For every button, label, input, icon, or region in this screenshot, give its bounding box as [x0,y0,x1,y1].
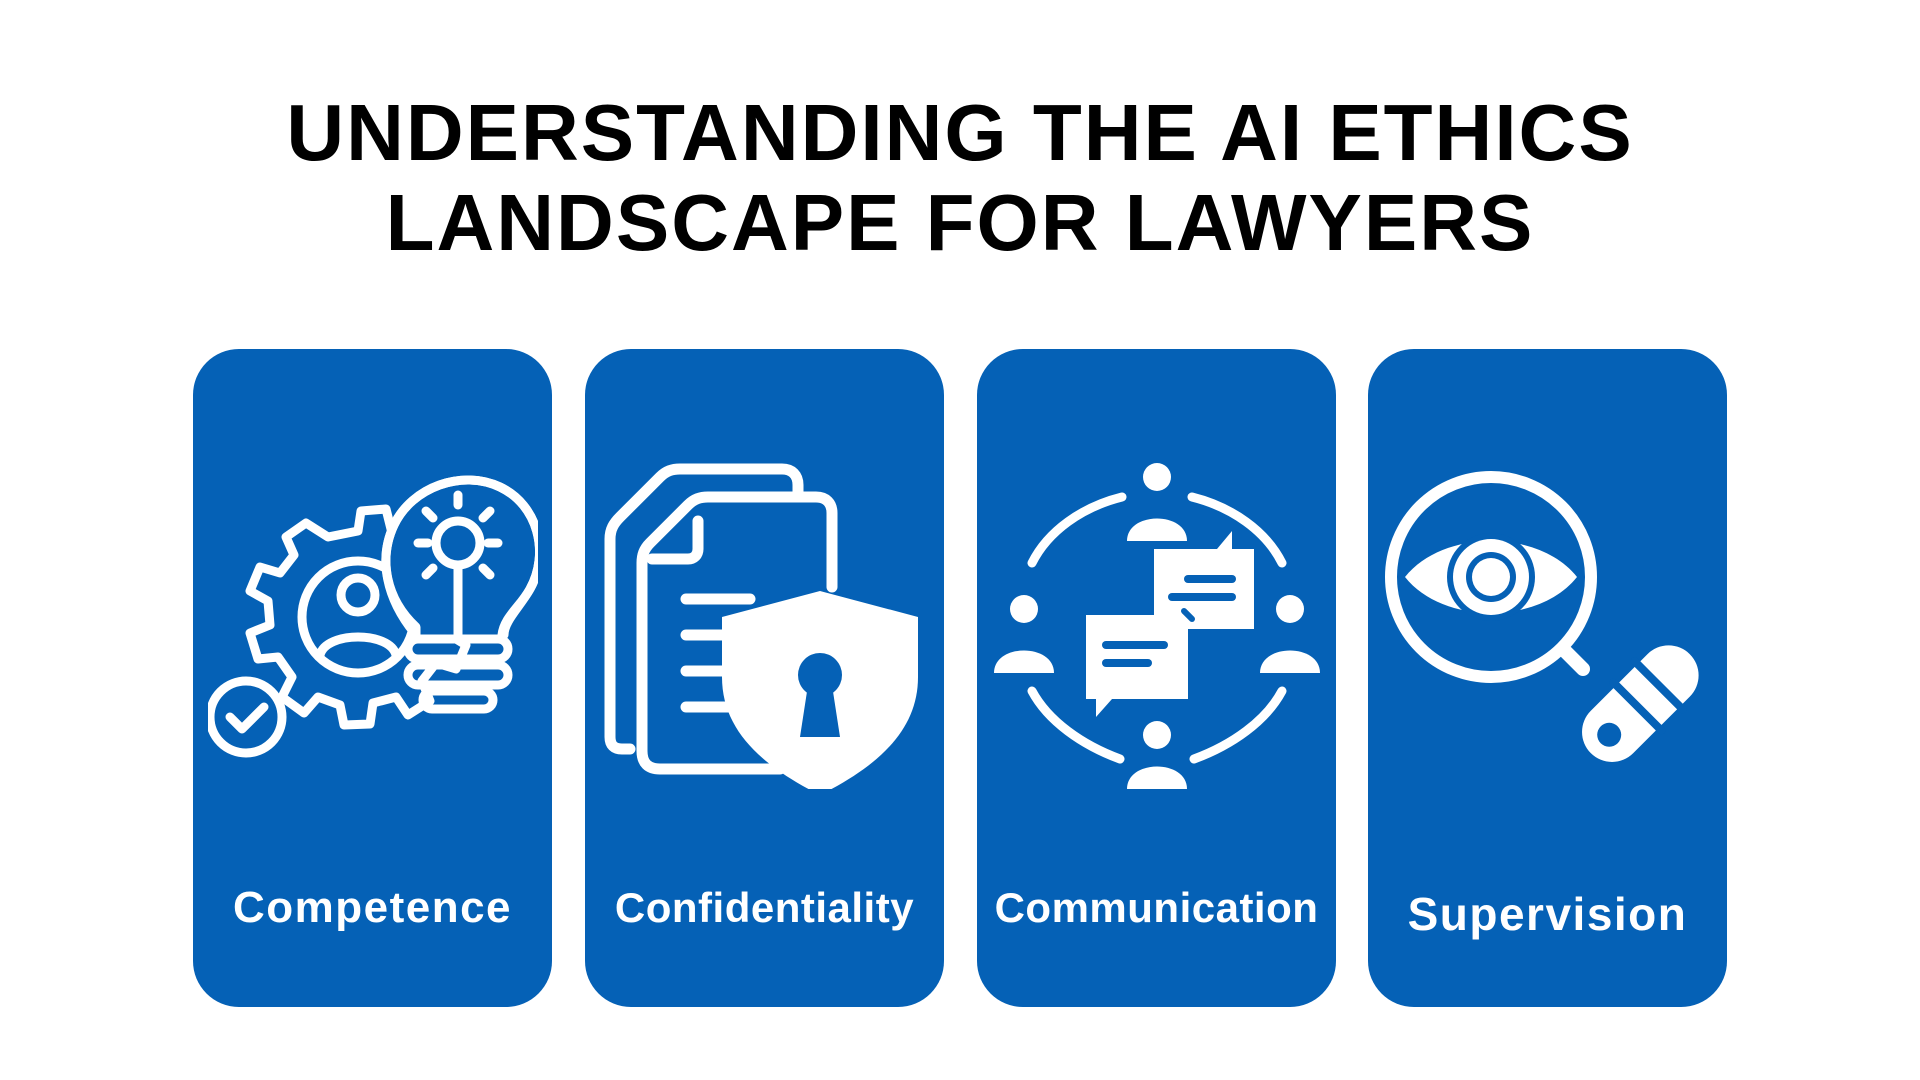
gear-person-lightbulb-check-icon [208,459,538,789]
card-label: Competence [232,883,513,932]
card-communication: Communication [977,349,1336,1007]
card-label: Communication [994,884,1319,931]
title-line-1: UNDERSTANDING THE AI ETHICS [286,88,1634,177]
title-line-2: LANDSCAPE FOR LAWYERS [385,178,1535,267]
card-confidentiality: Confidentiality [585,349,944,1007]
page-title: UNDERSTANDING THE AI ETHICS LANDSCAPE FO… [0,88,1920,268]
card-competence: Competence [193,349,552,1007]
documents-shield-keyhole-icon [600,459,930,789]
card-supervision: Supervision [1368,349,1727,1007]
card-label: Confidentiality [614,884,915,931]
magnifier-eye-icon [1383,459,1713,789]
people-circle-chat-bubbles-icon [992,459,1322,789]
card-label: Supervision [1407,888,1688,940]
